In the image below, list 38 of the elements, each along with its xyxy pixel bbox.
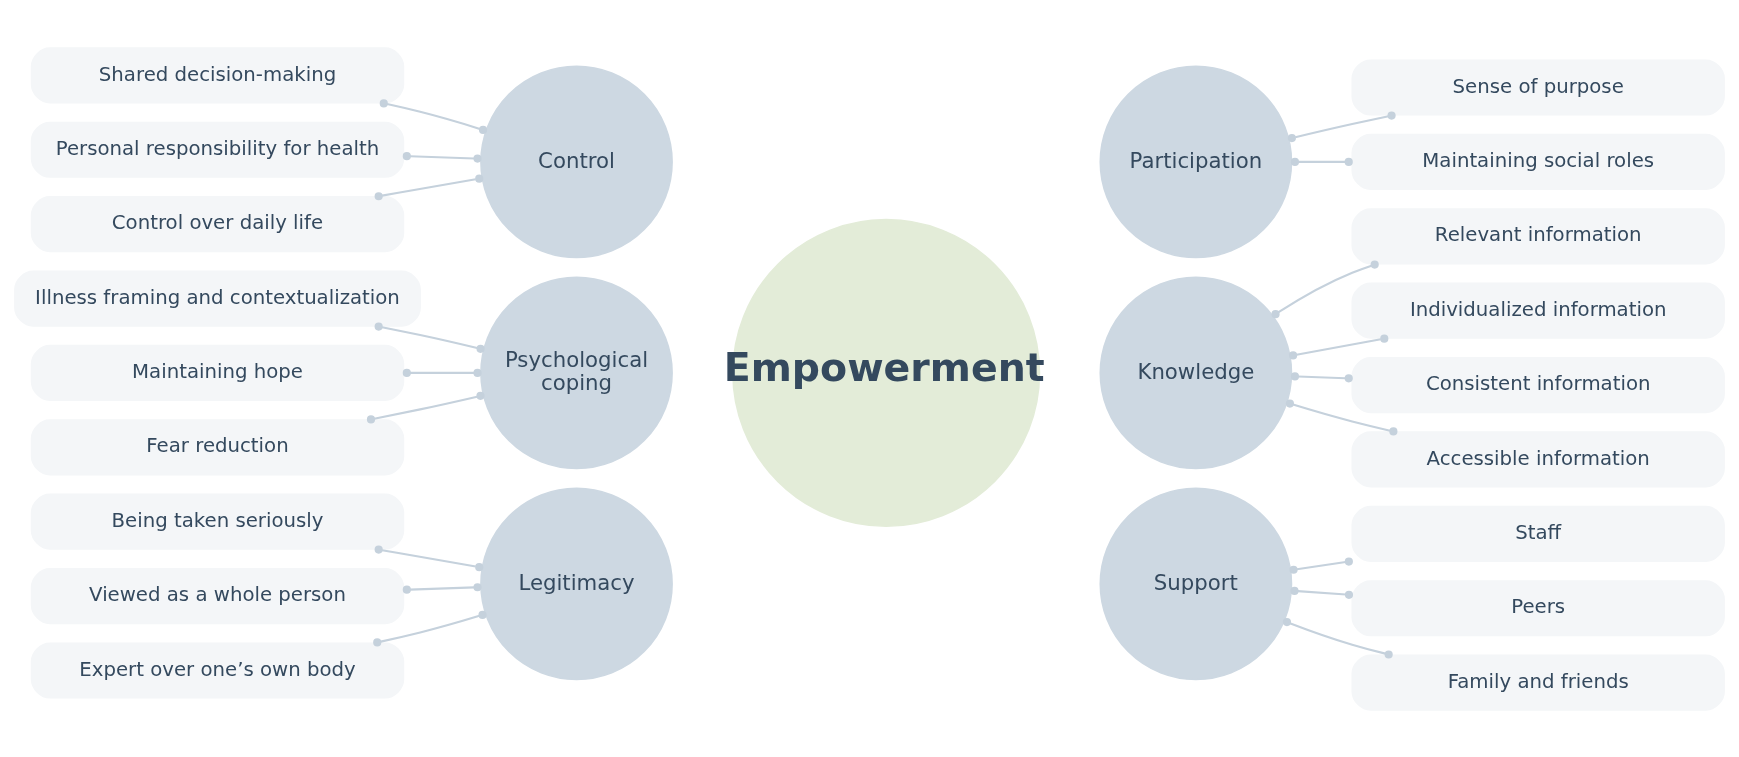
node-box: Individualized information bbox=[1351, 282, 1725, 339]
node-box: Staff bbox=[1351, 505, 1725, 562]
node-box: Accessible information bbox=[1351, 430, 1725, 488]
connector bbox=[366, 391, 485, 423]
connector bbox=[373, 610, 487, 647]
connector bbox=[1289, 556, 1353, 574]
connector bbox=[1271, 260, 1379, 318]
node-box: Being taken seriously bbox=[30, 493, 405, 550]
node-box: Relevant information bbox=[1351, 207, 1725, 264]
connector bbox=[374, 545, 484, 571]
connector bbox=[374, 321, 485, 353]
node-circle: Participation bbox=[1099, 65, 1293, 258]
connector bbox=[1290, 157, 1353, 166]
node-box: Viewed as a whole person bbox=[30, 567, 405, 624]
node-box: Personal responsibility for health bbox=[30, 121, 405, 178]
node-box: Shared decision-making bbox=[30, 46, 405, 103]
node-circle: Psychological coping bbox=[480, 276, 673, 469]
connector bbox=[374, 174, 484, 200]
connector bbox=[1285, 399, 1398, 436]
connector bbox=[1287, 110, 1396, 142]
connector bbox=[379, 98, 488, 134]
node-box: Expert over one’s own body bbox=[30, 641, 405, 699]
connector bbox=[402, 151, 482, 163]
connector bbox=[1290, 586, 1354, 599]
node-box: Family and friends bbox=[1351, 654, 1725, 711]
connector bbox=[1282, 617, 1393, 659]
connector bbox=[402, 368, 482, 377]
connector bbox=[1289, 334, 1389, 359]
node-box: Maintaining hope bbox=[30, 344, 405, 401]
node-box: Consistent information bbox=[1351, 356, 1725, 413]
connector bbox=[1290, 371, 1353, 382]
node-box: Control over daily life bbox=[30, 195, 405, 252]
node-box: Fear reduction bbox=[30, 418, 405, 475]
node-box: Sense of purpose bbox=[1351, 58, 1725, 116]
connector bbox=[402, 582, 482, 594]
node-box: Maintaining social roles bbox=[1351, 133, 1725, 190]
node-box: Peers bbox=[1351, 579, 1725, 636]
node-box: Illness framing and contextualization bbox=[14, 269, 421, 327]
